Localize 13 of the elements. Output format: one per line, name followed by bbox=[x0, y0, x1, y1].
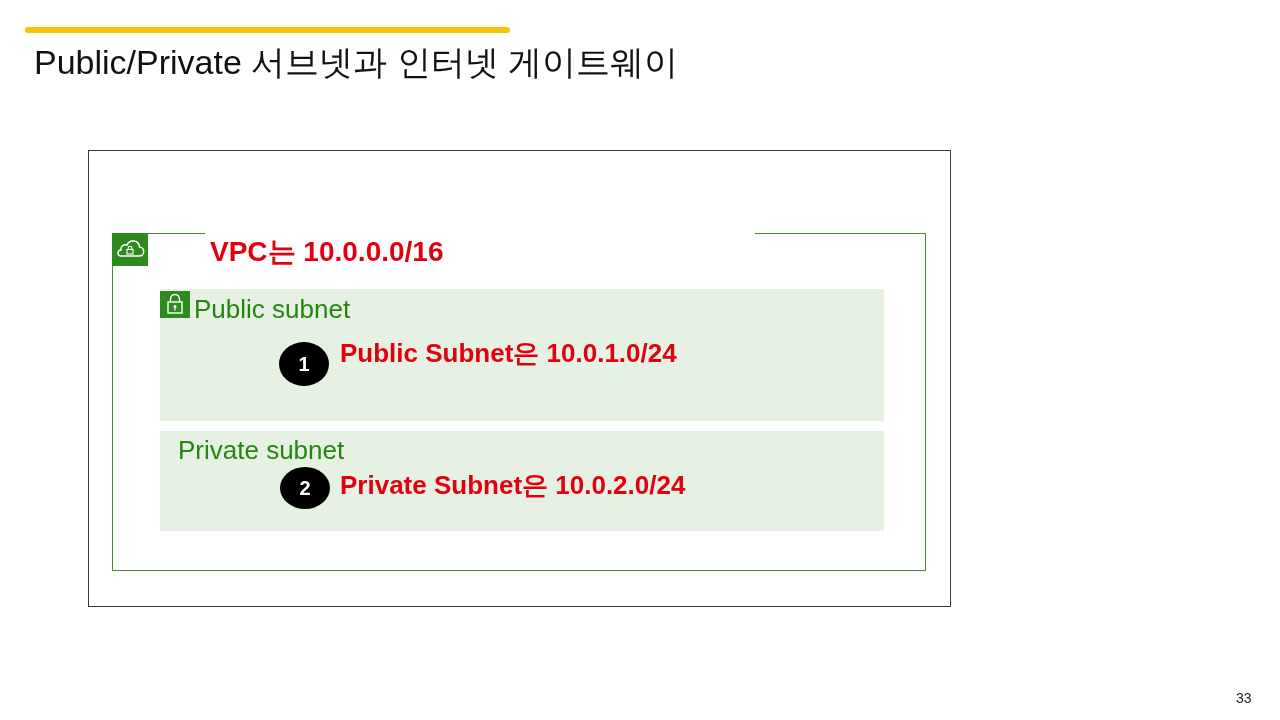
callout-number: 1 bbox=[279, 342, 329, 386]
annotation-text: Public Subnet은 10.0.1.0/24 bbox=[340, 339, 677, 369]
slide-title: Public/Private 서브넷과 인터넷 게이트웨이 bbox=[34, 43, 679, 83]
page-number: 33 bbox=[1236, 690, 1252, 707]
vpc-group bbox=[112, 233, 926, 571]
outer-frame bbox=[88, 150, 951, 607]
subnet-label: Public subnet bbox=[194, 295, 351, 325]
subnet-area bbox=[160, 289, 884, 421]
annotation-text: Private Subnet은 10.0.2.0/24 bbox=[340, 471, 686, 501]
subnet-label: Private subnet bbox=[178, 436, 345, 466]
subnet-area bbox=[160, 431, 884, 531]
callout-number: 2 bbox=[280, 467, 330, 509]
vpc-cidr-label: VPC는 10.0.0.0/16 bbox=[210, 236, 444, 269]
